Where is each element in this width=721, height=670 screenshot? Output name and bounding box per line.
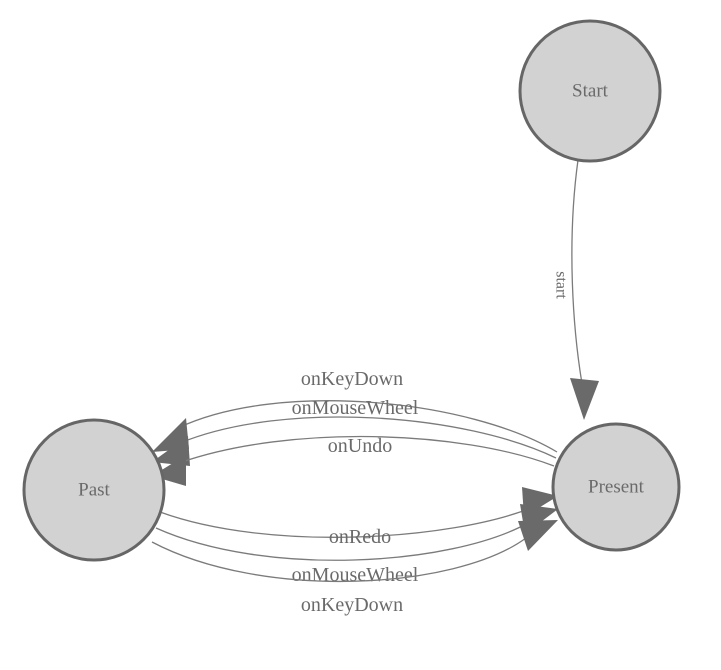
node-past-label: Past	[78, 480, 110, 501]
edge-label-present-to-past-onundo: onUndo	[328, 435, 392, 457]
edge-label-past-to-present-onredo: onRedo	[329, 526, 391, 548]
arrowhead-start-to-present	[570, 378, 599, 420]
edge-label-start: start	[553, 271, 570, 299]
edge-past-to-present-onkeydown[interactable]: onKeyDown	[151, 520, 558, 616]
node-start-label: Start	[572, 81, 609, 102]
node-present-label: Present	[588, 477, 645, 498]
edge-past-to-present-onredo[interactable]: onRedo	[159, 487, 558, 548]
node-present-circle	[551, 422, 681, 552]
edge-present-to-past-onundo-path	[181, 435, 555, 467]
edge-present-to-past-onkeydown-path	[177, 400, 558, 453]
node-present[interactable]: Present	[551, 422, 681, 552]
edge-label-past-to-present-onkeydown: onKeyDown	[301, 594, 403, 616]
edge-past-to-present-onkeydown-path	[151, 537, 527, 583]
arrowhead-past-to-present-onkeydown	[518, 520, 558, 551]
node-past-circle	[22, 418, 166, 562]
edge-label-present-to-past-onmousewheel: onMouseWheel	[292, 397, 419, 419]
edge-past-to-present-onmousewheel-path	[155, 522, 529, 561]
edge-start-to-present[interactable]: start	[553, 159, 600, 420]
edge-past-to-present-onredo-path	[159, 507, 532, 538]
edge-present-to-past-onundo[interactable]: onUndo	[152, 435, 555, 486]
edge-start-to-present-path	[571, 159, 585, 396]
edge-label-present-to-past-onkeydown: onKeyDown	[301, 368, 403, 390]
node-start-circle	[518, 19, 662, 163]
edge-present-to-past-onmousewheel-path	[179, 416, 557, 459]
node-past[interactable]: Past	[22, 418, 166, 562]
node-start[interactable]: Start	[518, 19, 662, 163]
edge-label-past-to-present-onmousewheel: onMouseWheel	[292, 564, 419, 586]
